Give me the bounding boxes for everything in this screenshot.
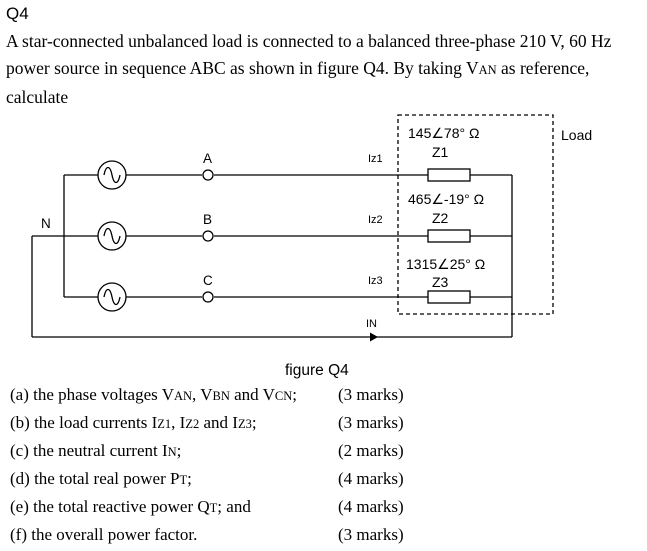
part-a: (a) the phase voltages VAN, VBN and VCN; [10, 385, 298, 404]
part-b: (b) the load currents IZ1, IZ2 and IZ3; [10, 413, 257, 432]
impedance-z2 [427, 229, 471, 243]
intro-line-1: A star-connected unbalanced load is conn… [6, 31, 612, 51]
part-e: (e) the total reactive power QT; and [10, 497, 251, 516]
source-a-icon [97, 160, 127, 190]
part-e-marks: (4 marks) [338, 497, 404, 516]
source-c-icon [97, 282, 127, 312]
intro-line-2: power source in sequence ABC as shown in… [6, 58, 590, 78]
part-b-marks: (3 marks) [338, 413, 404, 432]
impedance-name-z3: Z3 [432, 274, 449, 290]
impedance-name-z1: Z1 [432, 144, 449, 160]
impedance-name-z2: Z2 [432, 210, 449, 226]
figure-caption: figure Q4 [285, 362, 349, 379]
impedance-value-z1: 145∠78° Ω [408, 125, 479, 141]
question-number: Q4 [6, 4, 29, 23]
part-c: (c) the neutral current IN; [10, 441, 182, 460]
part-f-marks: (3 marks) [338, 525, 404, 544]
intro-line-3: calculate [6, 87, 69, 107]
impedance-value-z2: 465∠-19° Ω [408, 191, 484, 207]
neutral-current-label: IN [366, 318, 377, 330]
neutral-arrow-icon [370, 332, 378, 342]
terminal-b [202, 230, 214, 242]
current-label-z3: Iz3 [368, 275, 383, 287]
part-d: (d) the total real power PT; [10, 469, 192, 488]
phase-label-a: A [203, 151, 212, 166]
part-f: (f) the overall power factor. [10, 525, 198, 544]
neutral-label: N [41, 216, 51, 231]
source-b-icon [97, 221, 127, 251]
circuit-diagram: N A B C Iz1 Iz2 Iz3 IN 145∠78° Ω Z1 465∠… [31, 114, 592, 342]
load-box [397, 114, 554, 315]
phase-label-b: B [203, 212, 212, 227]
terminal-c [202, 291, 214, 303]
current-label-z1: Iz1 [368, 153, 383, 165]
part-c-marks: (2 marks) [338, 441, 404, 460]
phase-label-c: C [203, 273, 213, 288]
part-d-marks: (4 marks) [338, 469, 404, 488]
impedance-value-z3: 1315∠25° Ω [406, 256, 485, 272]
question-intro: A star-connected unbalanced load is conn… [6, 28, 642, 111]
impedance-z1 [427, 168, 471, 182]
part-a-marks: (3 marks) [338, 385, 404, 404]
impedance-z3 [427, 290, 471, 304]
load-label: Load [561, 127, 592, 143]
current-label-z2: Iz2 [368, 214, 383, 226]
terminal-a [202, 169, 214, 181]
